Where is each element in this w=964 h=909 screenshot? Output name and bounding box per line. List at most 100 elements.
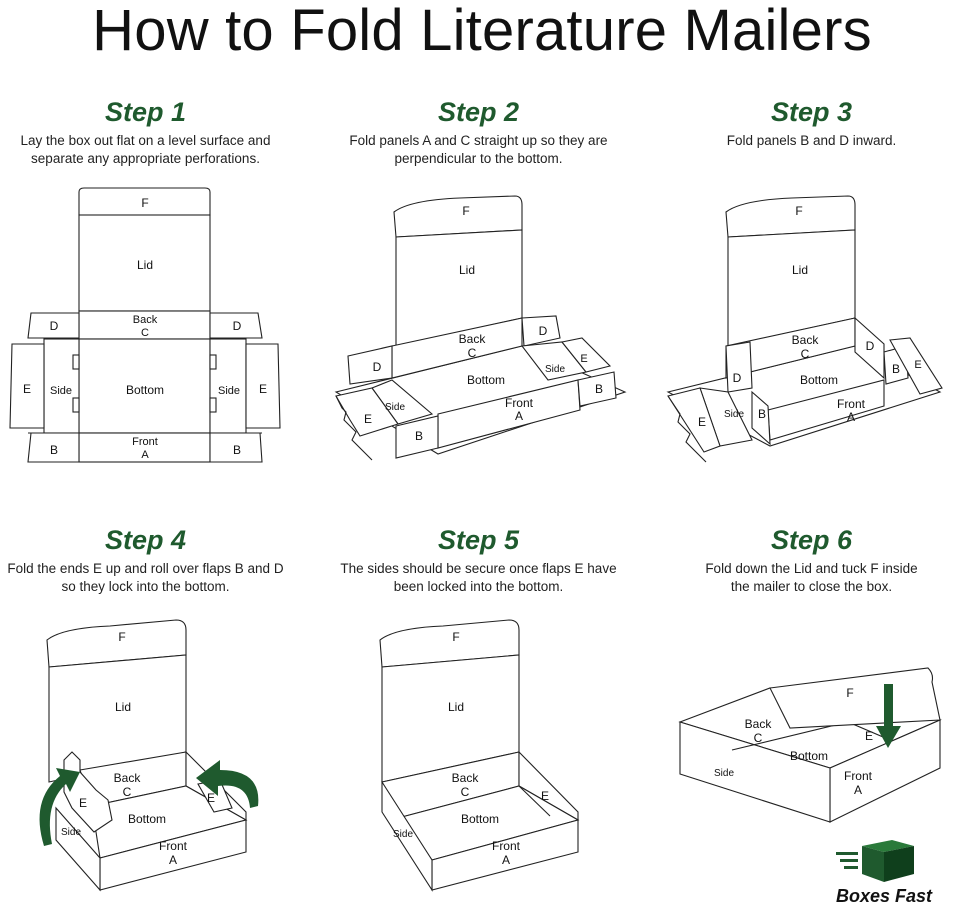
curved-arrow-icon [39,768,80,846]
step-2: Step 2 Fold panels A and C straight up s… [318,96,639,168]
label-lid: Lid [448,700,464,714]
step-1-title: Step 1 [104,97,187,127]
curved-arrow-icon [196,760,259,808]
label-c: C [141,327,149,339]
label-front: Front [159,839,188,853]
label-lid: Lid [137,258,153,272]
step-5-desc-line2: been locked into the bottom. [393,579,564,594]
label-a: A [502,853,510,867]
label-a: A [854,783,862,797]
label-c: C [123,785,132,799]
label-a: A [169,853,177,867]
label-e: E [914,359,921,371]
step-4-desc: Fold the ends E up and roll over flaps B… [0,560,306,596]
label-front: Front [505,396,534,410]
down-arrow-icon [876,684,901,748]
label-b: B [233,443,241,457]
label-c: C [461,785,470,799]
label-b: B [892,362,900,376]
label-f: F [462,204,469,218]
label-d: D [733,371,742,385]
step-4-desc-line1: Fold the ends E up and roll over flaps B… [7,561,284,576]
page-title: How to Fold Literature Mailers [92,0,872,63]
step-1-desc-line1: Lay the box out flat on a level surface … [20,133,271,148]
step-6-desc-line1: Fold down the Lid and tuck F inside [705,561,918,576]
label-bottom: Bottom [128,812,166,826]
label-e: E [698,415,706,429]
label-c: C [801,347,810,361]
step-1: Step 1 Lay the box out flat on a level s… [0,96,306,168]
label-lid: Lid [115,700,131,714]
label-side: Side [393,829,413,840]
label-f: F [118,630,125,644]
step-3-desc-line1: Fold panels B and D inward. [726,133,897,148]
label-side: Side [61,827,81,838]
step-2-title: Step 2 [437,97,520,127]
step-4-title: Step 4 [104,525,187,555]
label-front: Front [492,839,521,853]
step-5-title: Step 5 [437,525,520,555]
label-e: E [23,382,31,396]
step-5-desc-line1: The sides should be secure once flaps E … [340,561,617,576]
label-front: Front [844,769,873,783]
label-back: Back [745,717,773,731]
label-e: E [207,791,215,805]
label-back: Back [452,771,480,785]
label-a: A [141,449,149,461]
label-e: E [580,353,587,365]
step-2-diagram: F Lid Back C D D Bottom Side E B Front A… [334,195,627,461]
label-side: Side [724,409,744,420]
label-side: Side [545,364,565,375]
label-back: Back [133,314,158,326]
label-c: C [754,731,763,745]
step-6-title: Step 6 [770,525,853,555]
step-4: Step 4 Fold the ends E up and roll over … [0,524,306,596]
step-5: Step 5 The sides should be secure once f… [318,524,639,596]
step-3-desc: Fold panels B and D inward. [651,132,964,150]
label-e: E [865,729,873,743]
step-6-diagram: F Back C Bottom E Side Front A [678,667,942,823]
step-3: Step 3 Fold panels B and D inward. [651,96,964,150]
label-bottom: Bottom [790,749,828,763]
label-bottom: Bottom [467,373,505,387]
label-front: Front [132,436,158,448]
label-e: E [541,789,549,803]
label-d: D [539,324,548,338]
step-5-desc: The sides should be secure once flaps E … [318,560,639,596]
label-back: Back [459,332,487,346]
label-back: Back [114,771,142,785]
step-1-desc-line2: separate any appropriate perforations. [31,151,260,166]
label-b: B [415,429,423,443]
step-3-diagram: F Lid Back C D D Bottom B E Front A Side… [666,195,943,463]
brand-name: Boxes Fast [836,886,933,906]
step-1-diagram: F Lid Back C D D E E Side Side Bottom Fr… [9,187,281,463]
label-bottom: Bottom [126,383,164,397]
label-f: F [846,686,853,700]
label-e: E [364,412,372,426]
label-f: F [452,630,459,644]
label-lid: Lid [459,263,475,277]
label-a: A [847,410,855,424]
label-d: D [50,319,59,333]
step-2-desc-line2: perpendicular to the bottom. [394,151,563,166]
label-d: D [233,319,242,333]
label-side: Side [714,768,734,779]
label-b: B [50,443,58,457]
step-6-desc: Fold down the Lid and tuck F inside the … [651,560,964,596]
label-bottom: Bottom [461,812,499,826]
label-f: F [141,196,148,210]
step-1-desc: Lay the box out flat on a level surface … [0,132,306,168]
label-front: Front [837,397,866,411]
step-3-title: Step 3 [770,97,853,127]
label-f: F [795,204,802,218]
label-e: E [79,796,87,810]
label-bottom: Bottom [800,373,838,387]
label-e: E [259,382,267,396]
label-c: C [468,346,477,360]
box-logo-icon [836,840,914,882]
label-a: A [515,409,523,423]
step-4-desc-line2: so they lock into the bottom. [61,579,230,594]
label-d: D [373,360,382,374]
label-lid: Lid [792,263,808,277]
